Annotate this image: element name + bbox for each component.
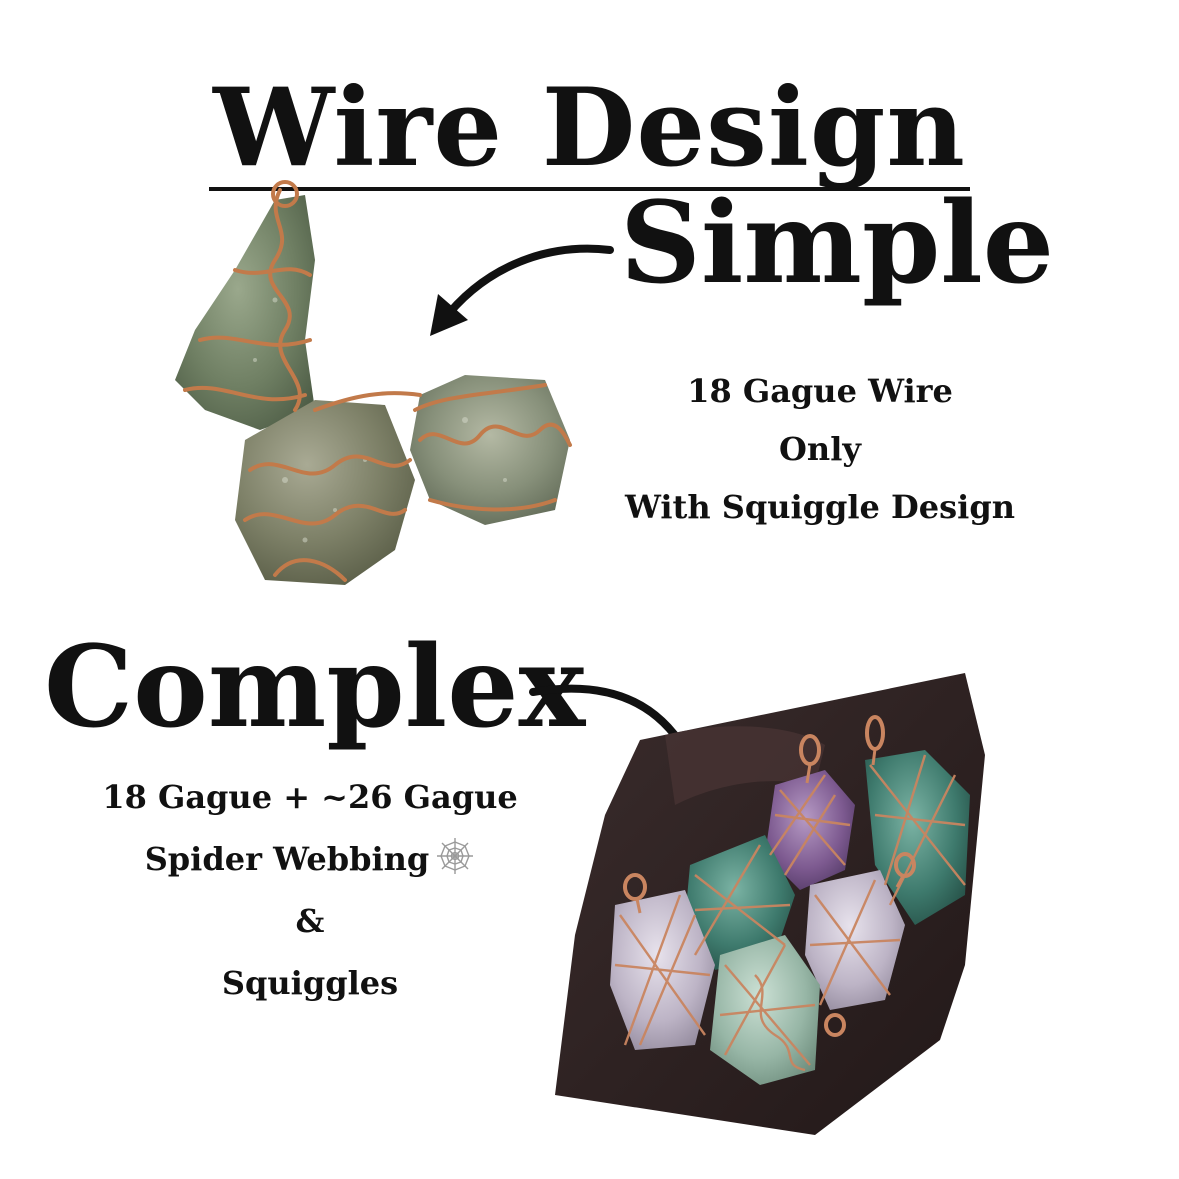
simple-wire-pendant-photo bbox=[175, 180, 572, 585]
complex-description-line: Squiggles bbox=[221, 964, 399, 1002]
complex-heading: Complex bbox=[44, 622, 586, 753]
complex-wire-pendants-photo bbox=[555, 673, 985, 1135]
simple-description-line: With Squiggle Design bbox=[625, 488, 1015, 526]
complex-description-line-webbing: Spider Webbing bbox=[60, 828, 560, 890]
spider-web-icon bbox=[435, 834, 475, 874]
simple-description-line: 18 Gague Wire bbox=[687, 372, 953, 410]
complex-description-line: Spider Webbing bbox=[144, 840, 430, 878]
complex-description-line: & bbox=[295, 902, 325, 940]
page-title: Wire Design bbox=[0, 71, 1179, 192]
page-title-text: Wire Design bbox=[209, 71, 970, 192]
simple-heading: Simple bbox=[620, 178, 1055, 309]
simple-description: 18 Gague Wire Only With Squiggle Design bbox=[600, 362, 1040, 536]
complex-description: 18 Gague + ~26 Gague Spider Webbing & Sq… bbox=[60, 766, 560, 1014]
simple-description-line: Only bbox=[779, 430, 861, 468]
complex-description-line: 18 Gague + ~26 Gague bbox=[102, 778, 518, 816]
